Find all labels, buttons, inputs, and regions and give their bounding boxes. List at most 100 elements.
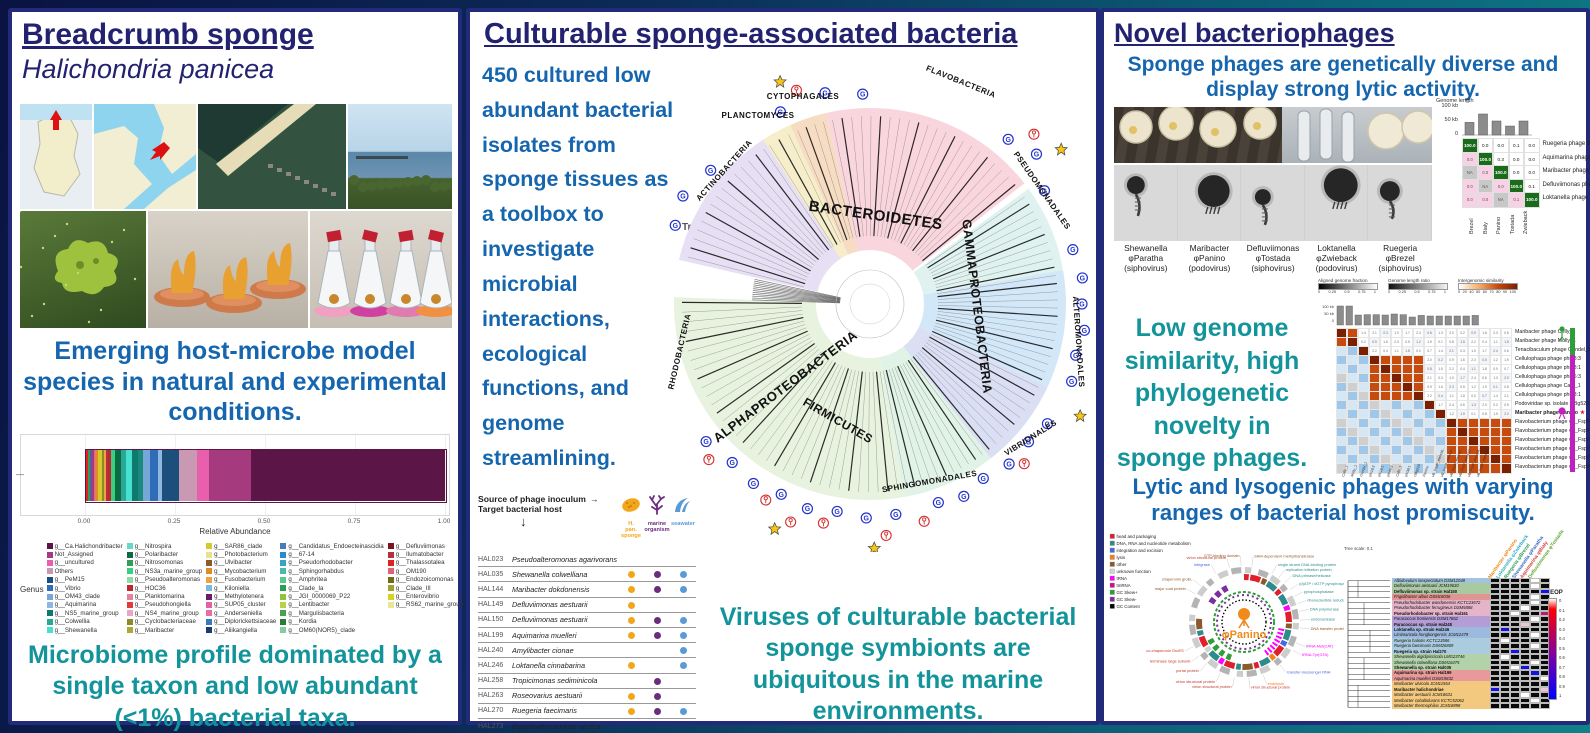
firmicutes-branch: [752, 293, 841, 302]
legend-label: g__Photobacterium: [214, 551, 268, 559]
legend-swatch: [126, 627, 133, 634]
eop-cell: [1490, 599, 1500, 606]
taxa-branch: [937, 282, 1057, 298]
svg-text:G: G: [805, 506, 811, 513]
taxa-branch: [900, 136, 956, 244]
label-leader: [1295, 642, 1306, 647]
gene-label: replication initiation protein: [1286, 567, 1332, 572]
svg-text:G: G: [1042, 188, 1048, 195]
row-id: HAL263: [478, 692, 504, 700]
taxa-branch: [937, 299, 1058, 303]
host-row: Maribacter cobaltidurans KCTC52062: [1392, 697, 1550, 704]
eop-cell: [1530, 621, 1540, 627]
host-row: Shewanella sp. strain Hal035: [1392, 665, 1550, 671]
abundance-plot: [20, 434, 450, 516]
bar-segment: [125, 449, 133, 501]
legend-title: Intergenomic similarity: [1458, 278, 1504, 283]
svg-text:G: G: [961, 494, 967, 501]
taxa-branch: [937, 291, 1058, 300]
genome-bar: [1505, 125, 1515, 136]
eop-cell: [1500, 703, 1510, 709]
eop-cell: [1510, 686, 1520, 693]
eop-cell: [1530, 675, 1540, 682]
legend-swatch: [126, 543, 133, 550]
viridic-row-label: Cellulophaga phage phi38:1: [1515, 392, 1581, 398]
bar-segment: [95, 449, 98, 501]
host-name: Maribacter halichondriae: [1392, 686, 1490, 693]
eop-tick: 0.4: [1559, 636, 1565, 641]
gene-block-outer: [1244, 567, 1252, 574]
svg-text:G: G: [1080, 276, 1086, 283]
legend-label: g__Clade_III: [395, 584, 431, 592]
legend-label: g__Kiloniella: [214, 584, 250, 592]
dot-cell: [644, 565, 670, 583]
legend-item: g__HOC36: [126, 584, 202, 592]
matrix-row-label: Ruegeria phage Brezel: [1542, 141, 1590, 147]
legend-item: g__Cyclobacteriaceae: [126, 618, 202, 626]
matrix-row-label: Defluviimonas phage Tostada: [1542, 181, 1590, 188]
taxa-branch: [693, 327, 807, 371]
legend-swatch: [46, 551, 53, 558]
legend-swatch: [46, 568, 53, 575]
host-name: Shewanella sp. strain Hal035: [1392, 665, 1490, 671]
trna-tick: [1275, 635, 1283, 640]
legend-item: g__PeM15: [46, 576, 123, 584]
eop-cell: [1510, 621, 1520, 627]
legend-item: g__Ulvibacter: [206, 559, 276, 567]
legend-swatch: [1109, 547, 1115, 553]
legend-swatch: [206, 601, 213, 608]
eop-cell: [1510, 583, 1520, 589]
legend-swatch: [387, 543, 394, 550]
legend-label: g__OM60(NOR5)_clade: [288, 626, 356, 634]
gene-block-outer: [1189, 624, 1197, 636]
taxa-branch: [823, 121, 854, 239]
viridic-cell: [1468, 463, 1479, 474]
legend-swatch: [280, 627, 287, 634]
trna-tick: [1264, 649, 1270, 656]
svg-text:G: G: [1073, 353, 1079, 360]
taxa-branch: [721, 188, 817, 263]
legend-swatch: [280, 568, 287, 575]
eop-cell: [1510, 588, 1520, 595]
gene-block: [1265, 580, 1278, 592]
taxa-branch: [929, 211, 1034, 271]
matrix-cell: 0.1: [1508, 138, 1524, 154]
bar-segment: [101, 449, 104, 501]
viridic-cell: [1380, 463, 1391, 474]
taxa-branch: [897, 365, 948, 476]
taxa-branch: [722, 346, 817, 422]
viridic-row-label: Flavobacterium phage vB_FspP_elemoF_6-3D: [1515, 428, 1590, 434]
right-statement-2: Low genome similarity, high phylogenetic…: [1116, 314, 1308, 472]
matrix-col-label: Bialy: [1482, 222, 1489, 234]
sponge-aquarium-photo: [148, 211, 308, 328]
genome-sequenced-icon: [726, 456, 738, 469]
taxa-branch: [887, 122, 920, 239]
host-name: Maribacter thermophilus JCM18898: [1392, 703, 1490, 709]
eop-cell: [1490, 703, 1500, 709]
eop-tick: 0.7: [1559, 664, 1565, 670]
legend-item: g__Fusobacterium: [206, 576, 276, 584]
eop-cell: [1530, 578, 1540, 584]
legend-item: g__Photobacterium: [206, 550, 276, 558]
genome-length-axis-label: Genome length: [1436, 98, 1474, 104]
legend-item: g__Pseudohongiella: [126, 601, 202, 609]
label-leader: [1186, 588, 1196, 595]
genome-sequenced-icon: [1041, 418, 1054, 430]
gene-label: DNA primase/helicase: [1292, 573, 1330, 578]
host-name: Frigidibacter albus DSM18036: [1392, 594, 1490, 600]
eop-cell: [1500, 594, 1510, 600]
eop-cell: [1500, 637, 1510, 644]
taxa-branch: [868, 371, 870, 492]
gene-block: [1223, 660, 1236, 669]
legend-label: g__Pseudohongiella: [134, 601, 191, 609]
eop-cell: [1500, 654, 1510, 660]
gene-label: chaperonin groEL: [1162, 577, 1194, 582]
taxa-branch: [935, 250, 1051, 285]
tem-micrograph: [1114, 165, 1178, 241]
host-name: Maribacter aestuarii JCM18631: [1392, 692, 1490, 698]
host-row: Frigidibacter albus DSM18036: [1392, 594, 1550, 600]
